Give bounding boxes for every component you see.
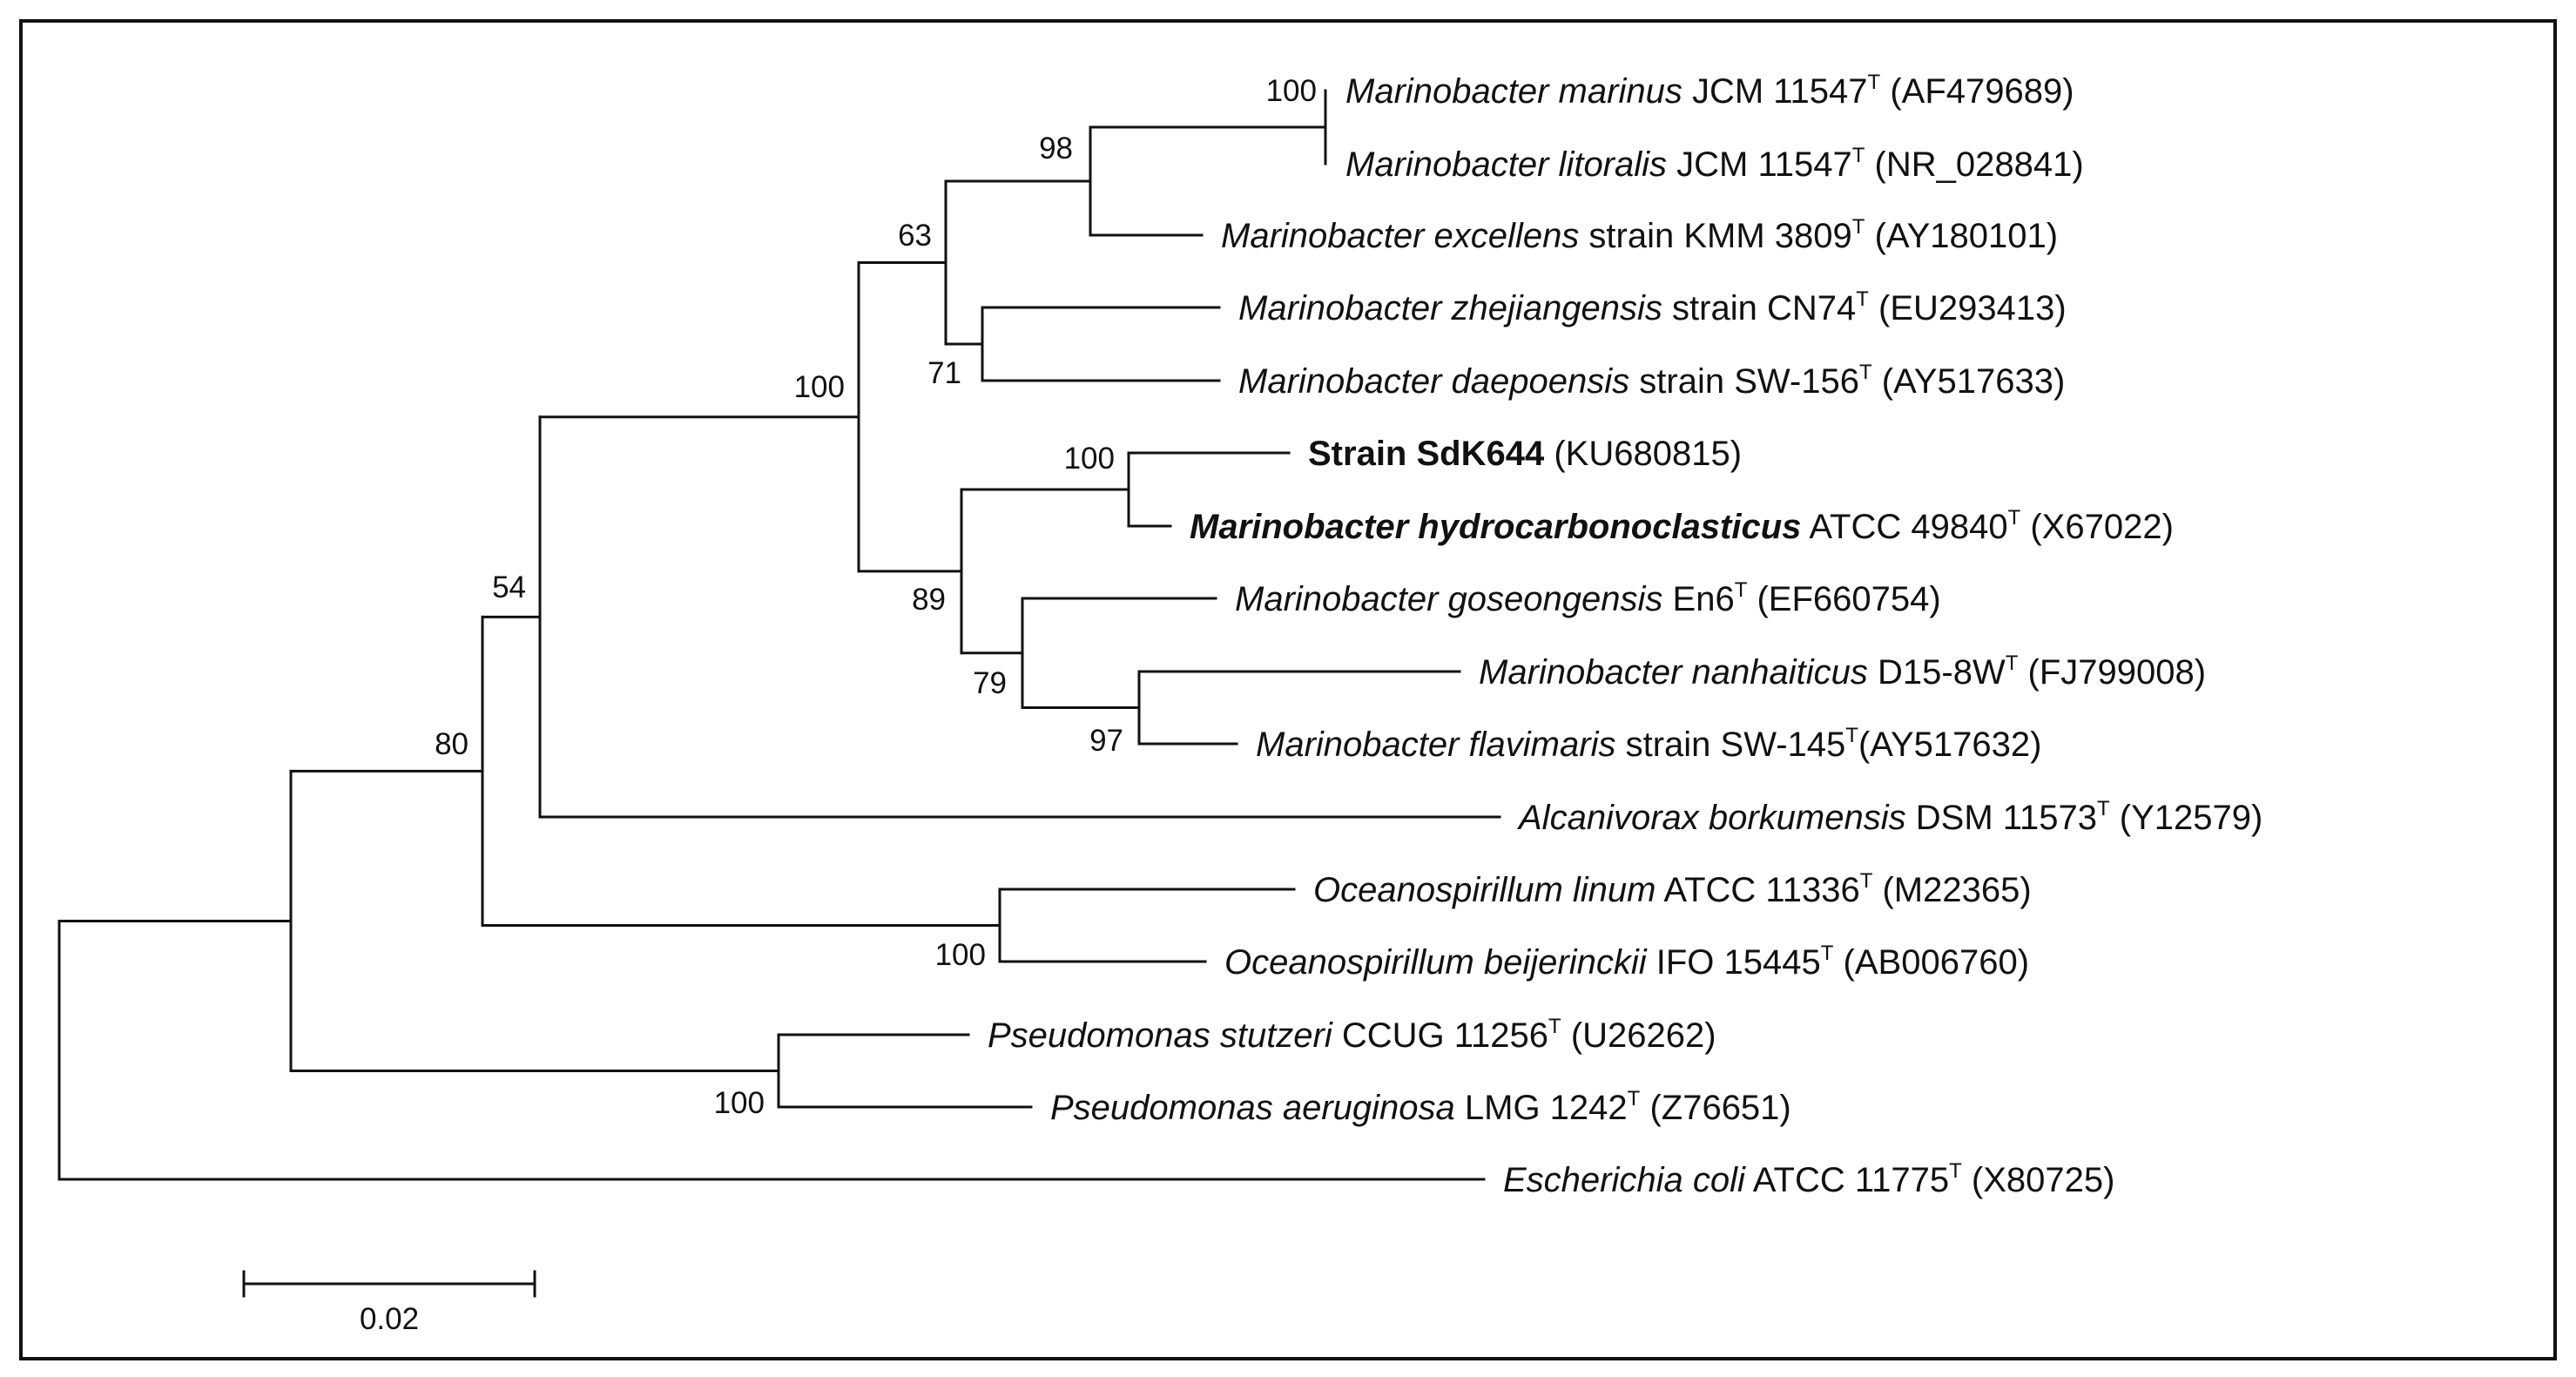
- taxon-species: Marinobacter zhejiangensis: [1238, 289, 1662, 327]
- taxon-species: Pseudomonas aeruginosa: [1050, 1089, 1455, 1127]
- taxon-accession: (Z76651): [1640, 1089, 1790, 1127]
- taxon-accession: (KU680815): [1544, 435, 1742, 473]
- bootstrap-value-n_sdk_hydro: 100: [1064, 442, 1115, 476]
- bootstrap-value-n_nan_fla: 97: [1089, 724, 1123, 758]
- taxon-label-t15: Pseudomonas aeruginosa LMG 1242T (Z76651…: [1050, 1087, 1791, 1127]
- scale-bar: 0.02: [242, 1270, 536, 1336]
- taxon-accession: (NR_028841): [1865, 145, 2083, 184]
- taxon-accession: (X67022): [2020, 508, 2174, 546]
- taxon-strain: En6: [1662, 580, 1734, 618]
- taxon-accession: (Y12579): [2110, 799, 2263, 837]
- taxon-species: Marinobacter excellens: [1221, 217, 1579, 255]
- taxon-label-t13: Oceanospirillum beijerinckii IFO 15445T …: [1224, 942, 2029, 982]
- type-strain-superscript: T: [1856, 287, 1869, 311]
- taxon-accession: (FJ799008): [2018, 653, 2206, 692]
- taxon-strain: JCM 11547: [1667, 145, 1852, 184]
- taxon-strain: strain SW-145: [1615, 726, 1845, 764]
- taxon-strain: ATCC 11336: [1656, 871, 1859, 909]
- taxon-label-t14: Pseudomonas stutzeri CCUG 11256T (U26262…: [988, 1015, 1716, 1055]
- bootstrap-value-n_oceano: 100: [935, 938, 986, 972]
- taxon-label-t4: Marinobacter zhejiangensis strain CN74T …: [1238, 287, 2067, 327]
- taxon-species: Marinobacter marinus: [1345, 72, 1682, 111]
- type-strain-superscript: T: [1949, 1159, 1962, 1183]
- figure-frame: [19, 19, 2557, 1360]
- bootstrap-value-n_excellens_clade: 98: [1039, 132, 1073, 165]
- taxon-strain: D15-8W: [1868, 653, 2006, 692]
- taxon-labels: Marinobacter marinus JCM 11547T (AF47968…: [988, 71, 2262, 1199]
- taxon-species: Marinobacter flavimaris: [1256, 726, 1615, 764]
- taxon-label-t11: Alcanivorax borkumensis DSM 11573T (Y125…: [1517, 797, 2262, 837]
- taxon-accession: (AB006760): [1833, 943, 2029, 982]
- type-strain-superscript: T: [1852, 215, 1865, 239]
- type-strain-superscript: T: [1852, 144, 1865, 167]
- taxon-strain: DSM 11573: [1906, 799, 2097, 837]
- taxon-accession: (M22365): [1872, 871, 2031, 909]
- type-strain-superscript: T: [1548, 1015, 1561, 1038]
- bootstrap-value-n_alcani: 54: [492, 570, 526, 604]
- taxon-accession: (AY517632): [1858, 726, 2042, 764]
- taxon-label-t16: Escherichia coli ATCC 11775T (X80725): [1503, 1159, 2114, 1199]
- taxon-strain: strain CN74: [1662, 289, 1856, 327]
- taxon-label-t6: Strain SdK644 (KU680815): [1308, 435, 1742, 473]
- taxon-species: Marinobacter daepoensis: [1238, 362, 1629, 401]
- taxon-strain: ATCC 11775: [1745, 1161, 1949, 1199]
- taxon-accession: (AY180101): [1865, 217, 2058, 255]
- taxon-label-t2: Marinobacter litoralis JCM 11547T (NR_02…: [1345, 144, 2084, 184]
- taxon-label-t3: Marinobacter excellens strain KMM 3809T …: [1221, 215, 2058, 255]
- taxon-species: Escherichia coli: [1503, 1161, 1746, 1199]
- taxon-strain: JCM 11547: [1682, 72, 1868, 111]
- taxon-species: Alcanivorax borkumensis: [1517, 799, 1906, 837]
- taxon-strain: strain SW-156: [1629, 362, 1859, 401]
- taxon-accession: (X80725): [1962, 1161, 2115, 1199]
- taxon-strain: IFO 15445: [1647, 943, 1821, 982]
- type-strain-superscript: T: [2097, 797, 2110, 820]
- bootstrap-value-n_gos_clade: 79: [973, 666, 1007, 700]
- scale-bar-label: 0.02: [360, 1302, 419, 1336]
- type-strain-superscript: T: [1821, 942, 1834, 965]
- taxon-species: Oceanospirillum linum: [1313, 871, 1656, 909]
- bootstrap-value-n_marinus_litoralis: 100: [1266, 74, 1317, 108]
- taxon-strain: LMG 1242: [1455, 1089, 1628, 1127]
- taxon-accession: (AY517633): [1872, 362, 2066, 401]
- taxon-label-t8: Marinobacter goseongensis En6T (EF660754…: [1235, 578, 1941, 618]
- taxon-label-t5: Marinobacter daepoensis strain SW-156T (…: [1238, 361, 2065, 401]
- taxon-label-t1: Marinobacter marinus JCM 11547T (AF47968…: [1345, 71, 2074, 111]
- type-strain-superscript: T: [1735, 578, 1748, 602]
- bootstrap-value-n_ingroup: 80: [435, 727, 469, 761]
- type-strain-superscript: T: [1845, 724, 1858, 747]
- type-strain-superscript: T: [1859, 361, 1872, 384]
- taxon-accession: (U26262): [1561, 1016, 1716, 1055]
- tree-branches: [57, 89, 1501, 1181]
- bootstrap-value-n_pseudo: 100: [714, 1086, 765, 1120]
- taxon-species: Marinobacter nanhaiticus: [1479, 653, 1868, 692]
- taxon-strain: ATCC 49840: [1801, 508, 2007, 546]
- bootstrap-support-values: 100 98 63 71 100 100 89 79 97 54 80 100 100: [435, 74, 1317, 1120]
- type-strain-superscript: T: [2006, 651, 2019, 675]
- taxon-label-t7: Marinobacter hydrocarbonoclasticus ATCC …: [1190, 506, 2174, 546]
- taxon-species: Marinobacter goseongensis: [1235, 580, 1662, 618]
- type-strain-superscript: T: [1628, 1087, 1641, 1110]
- taxon-accession: (AF479689): [1880, 72, 2074, 111]
- taxon-label-t10: Marinobacter flavimaris strain SW-145T(A…: [1256, 724, 2041, 764]
- taxon-strain: Strain SdK644: [1308, 435, 1545, 473]
- taxon-species: Marinobacter litoralis: [1345, 145, 1667, 184]
- bootstrap-value-n_upper_marino: 63: [898, 219, 932, 253]
- type-strain-superscript: T: [2008, 506, 2021, 530]
- bootstrap-value-n_lower_marino: 89: [912, 583, 946, 617]
- taxon-accession: (EU293413): [1869, 289, 2067, 327]
- taxon-species: Pseudomonas stutzeri: [988, 1016, 1333, 1055]
- taxon-strain: CCUG 11256: [1332, 1016, 1548, 1055]
- bootstrap-value-n_marino: 100: [794, 370, 845, 404]
- taxon-species: Marinobacter hydrocarbonoclasticus: [1190, 508, 1801, 546]
- taxon-label-t9: Marinobacter nanhaiticus D15-8WT (FJ7990…: [1479, 651, 2206, 692]
- taxon-accession: (EF660754): [1747, 580, 1940, 618]
- bootstrap-value-n_zhe_dae: 71: [927, 356, 961, 390]
- type-strain-superscript: T: [1860, 869, 1873, 893]
- taxon-strain: strain KMM 3809: [1579, 217, 1851, 255]
- taxon-species: Oceanospirillum beijerinckii: [1224, 943, 1648, 982]
- taxon-label-t12: Oceanospirillum linum ATCC 11336T (M2236…: [1313, 869, 2032, 909]
- type-strain-superscript: T: [1868, 71, 1881, 94]
